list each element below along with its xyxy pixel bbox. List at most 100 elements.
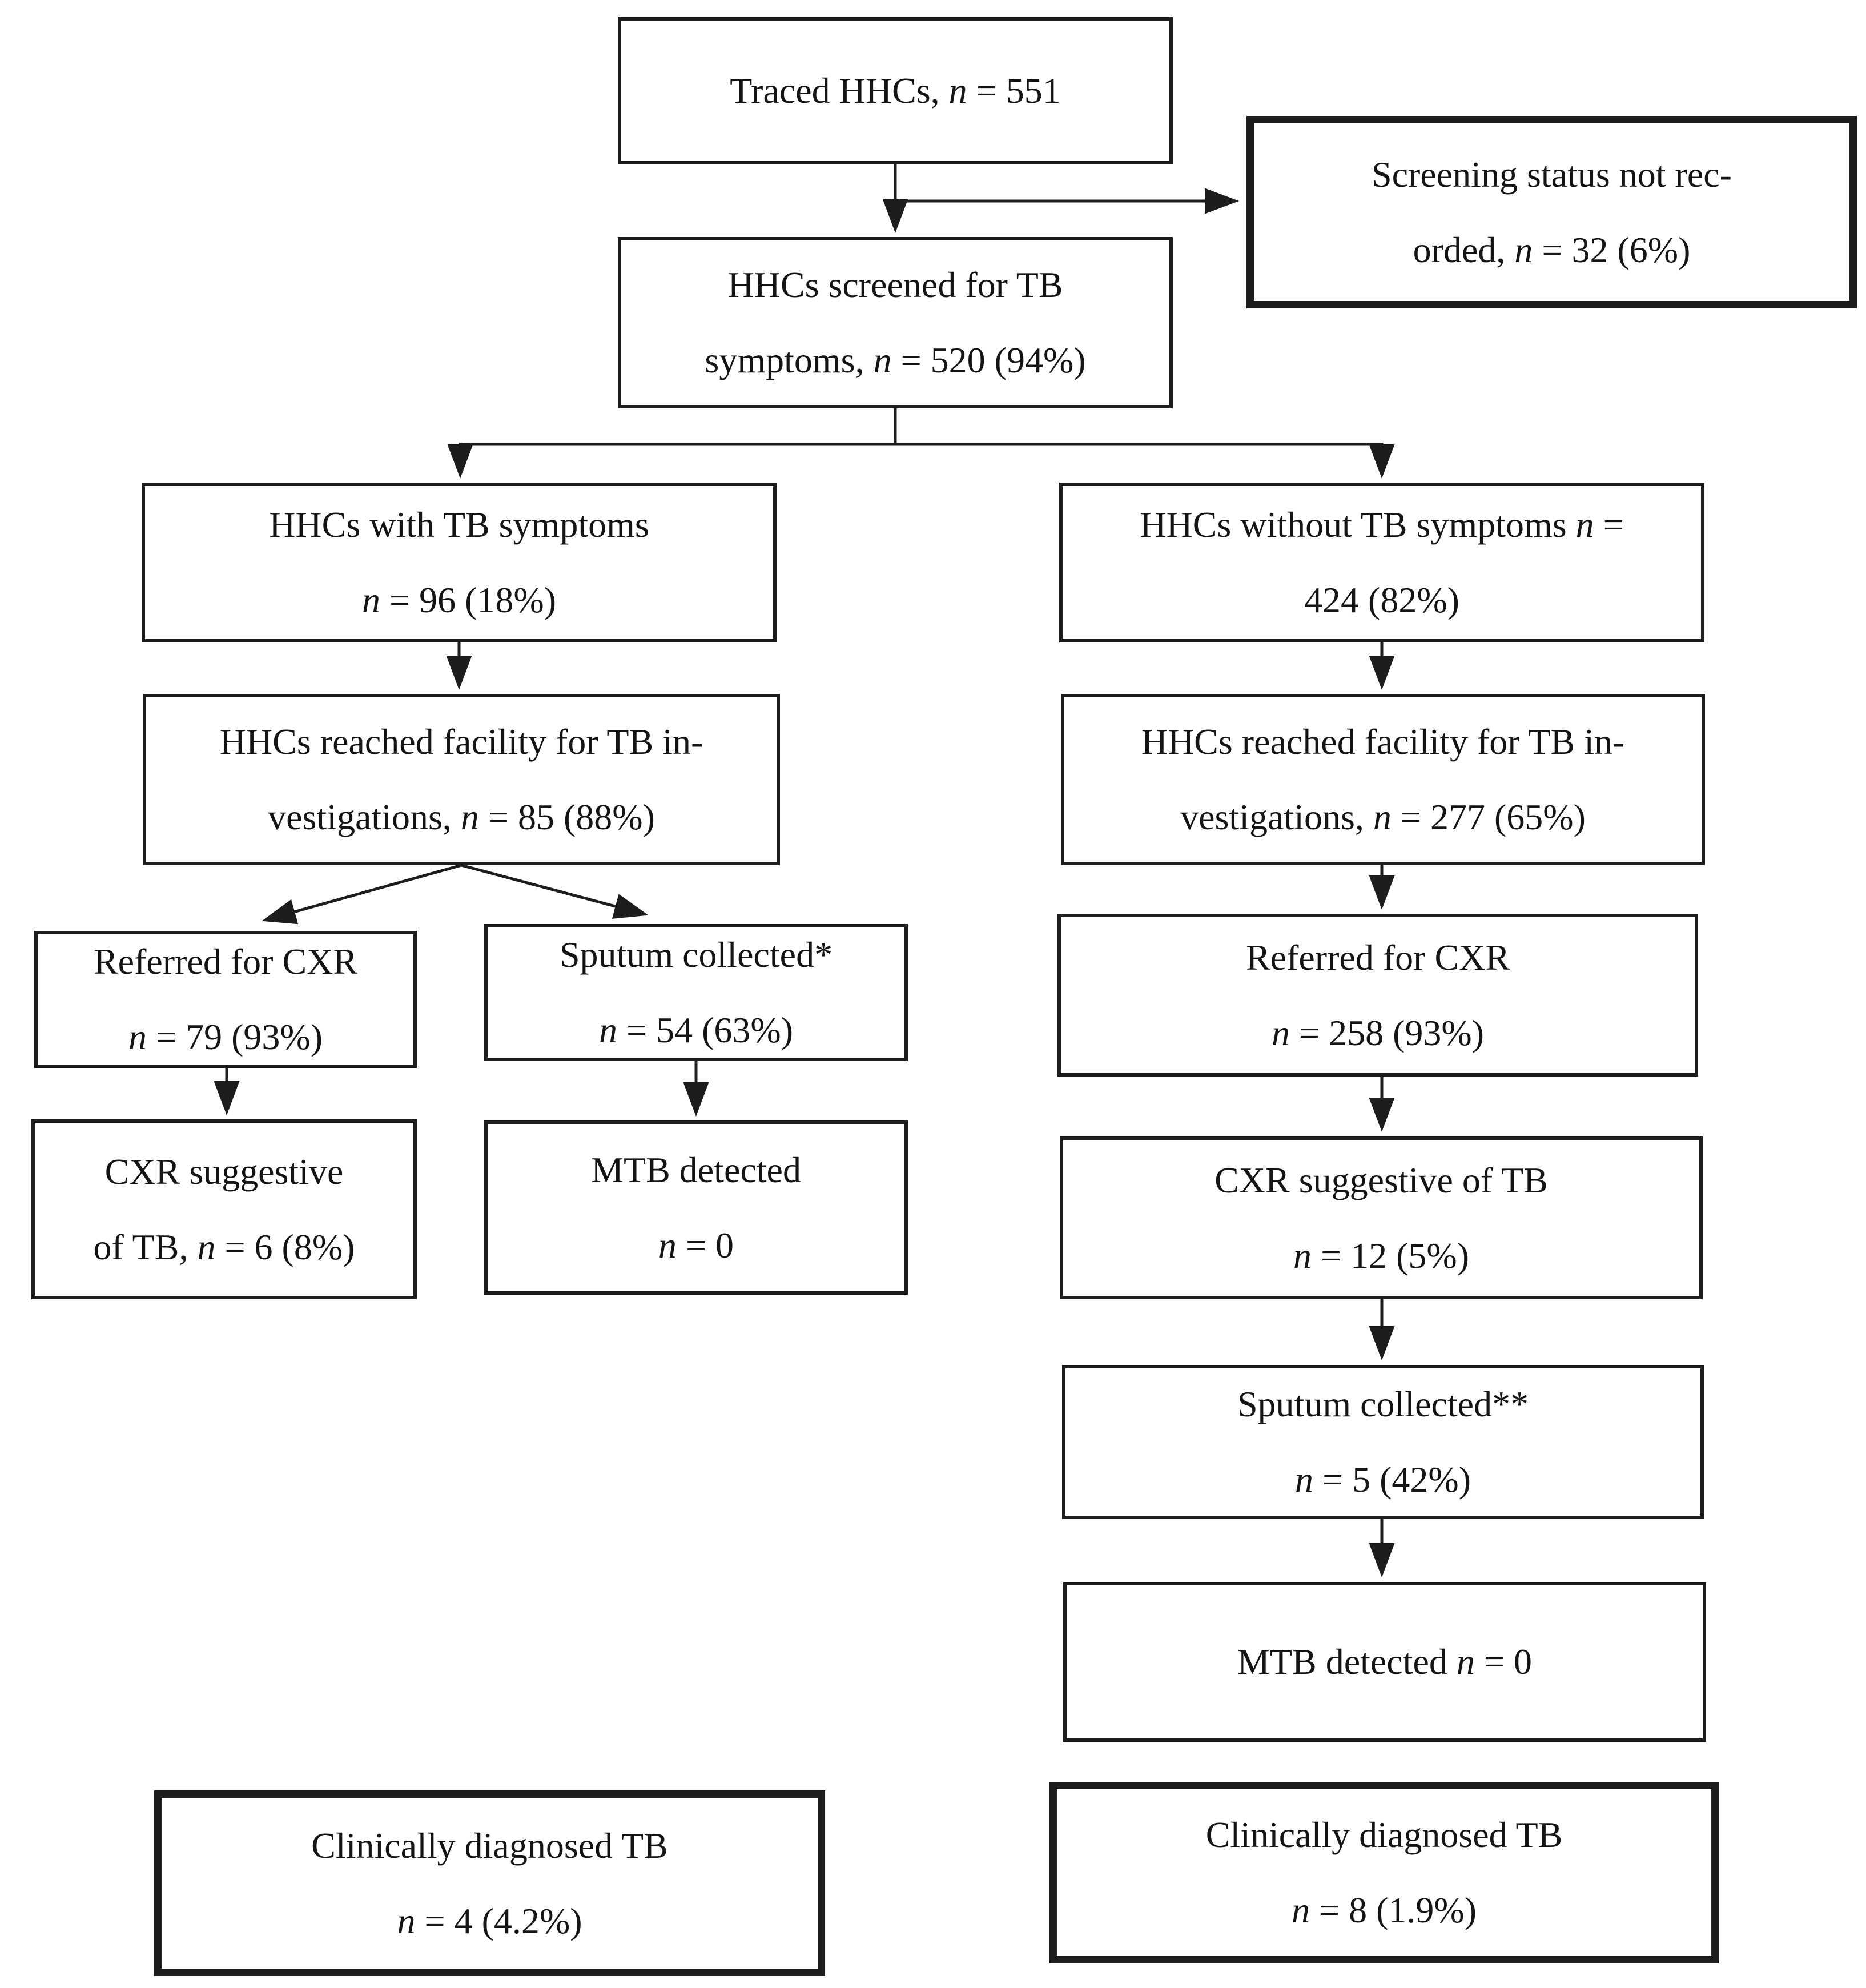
n-variable: n — [1456, 1641, 1475, 1682]
flow-box-screening-status-not-recorded: Screening status not rec-orded, n = 32 (… — [1246, 116, 1857, 308]
text-line: Screening status not rec- — [1372, 137, 1732, 212]
text-segment: Referred for CXR — [1245, 937, 1510, 978]
text-line: of TB, n = 6 (8%) — [94, 1210, 355, 1285]
flow-box-reached-facility-right: HHCs reached facility for TB in-vestigat… — [1061, 694, 1705, 865]
text-line: Sputum collected** — [1237, 1367, 1529, 1442]
text-line: n = 258 (93%) — [1272, 995, 1484, 1071]
text-line: HHCs reached facility for TB in- — [1141, 704, 1625, 780]
text-segment: Traced HHCs, — [730, 70, 949, 111]
text-segment: = 79 (93%) — [146, 1017, 323, 1057]
text-segment: = 96 (18%) — [380, 580, 557, 620]
text-line: Clinically diagnosed TB — [1206, 1797, 1563, 1873]
arrow-reached-to-referred-left — [262, 864, 462, 925]
text-segment: = 0 — [1474, 1641, 1532, 1682]
text-segment: MTB detected — [1237, 1641, 1457, 1682]
text-line: n = 8 (1.9%) — [1292, 1873, 1477, 1948]
text-line: n = 96 (18%) — [362, 563, 556, 638]
text-segment: = 54 (63%) — [617, 1010, 794, 1050]
text-segment: = 277 (65%) — [1391, 797, 1586, 837]
text-segment: Sputum collected* — [559, 934, 833, 975]
n-variable: n — [361, 580, 380, 620]
flow-box-traced-hhcs: Traced HHCs, n = 551 — [618, 17, 1173, 164]
arrow-reached-to-sputum-left — [461, 864, 649, 919]
text-line: vestigations, n = 85 (88%) — [268, 780, 655, 855]
text-segment: = 258 (93%) — [1289, 1012, 1485, 1053]
text-segment: Clinically diagnosed TB — [1205, 1814, 1563, 1855]
n-variable: n — [598, 1010, 617, 1050]
text-segment: symptoms, — [705, 340, 874, 380]
flow-box-reached-facility-left: HHCs reached facility for TB in-vestigat… — [143, 694, 780, 865]
text-segment: HHCs with TB symptoms — [269, 504, 649, 545]
text-line: HHCs without TB symptoms n = — [1140, 487, 1623, 563]
n-variable: n — [948, 70, 967, 111]
text-segment: MTB detected — [591, 1149, 801, 1190]
text-line: orded, n = 32 (6%) — [1413, 212, 1691, 288]
text-segment: = 520 (94%) — [891, 340, 1086, 380]
text-line: CXR suggestive — [105, 1134, 344, 1210]
text-segment: HHCs screened for TB — [727, 264, 1063, 305]
text-line: Referred for CXR — [1246, 920, 1510, 995]
text-segment: CXR suggestive — [104, 1151, 344, 1192]
text-line: n = 12 (5%) — [1293, 1218, 1469, 1294]
n-variable: n — [1575, 504, 1594, 545]
n-variable: n — [873, 340, 892, 380]
text-line: n = 0 — [658, 1208, 734, 1283]
flow-box-hhcs-without-tb-symptoms: HHCs without TB symptoms n = 424 (82%) — [1059, 483, 1704, 642]
flow-box-sputum-collected-right: Sputum collected** n = 5 (42%) — [1062, 1365, 1704, 1519]
flow-box-referred-cxr-left: Referred for CXR n = 79 (93%) — [34, 931, 417, 1068]
n-variable: n — [197, 1226, 216, 1267]
text-line: vestigations, n = 277 (65%) — [1180, 780, 1586, 855]
text-line: HHCs screened for TB — [727, 247, 1063, 323]
text-segment: = 5 (42%) — [1313, 1459, 1471, 1500]
text-segment: = 0 — [676, 1224, 734, 1266]
flow-box-sputum-collected-left: Sputum collected* n = 54 (63%) — [484, 924, 908, 1061]
n-variable: n — [397, 1900, 416, 1941]
text-line: HHCs reached facility for TB in- — [220, 704, 703, 780]
text-segment: = 8 (1.9%) — [1309, 1890, 1477, 1930]
text-line: Sputum collected* — [560, 917, 833, 993]
n-variable: n — [460, 797, 479, 837]
text-line: Referred for CXR — [94, 924, 357, 999]
text-line: symptoms, n = 520 (94%) — [705, 323, 1085, 398]
flow-box-clinically-diagnosed-right: Clinically diagnosed TB n = 8 (1.9%) — [1049, 1782, 1719, 1963]
text-line: CXR suggestive of TB — [1214, 1143, 1548, 1218]
flow-box-clinically-diagnosed-left: Clinically diagnosed TB n = 4 (4.2%) — [154, 1790, 825, 1976]
text-segment: = 6 (8%) — [215, 1226, 355, 1267]
text-segment: HHCs reached facility for TB in- — [1141, 721, 1625, 762]
text-line: n = 54 (63%) — [599, 993, 793, 1068]
text-line: HHCs with TB symptoms — [269, 487, 649, 563]
n-variable: n — [1271, 1012, 1290, 1053]
text-segment: HHCs without TB symptoms — [1140, 504, 1576, 545]
n-variable: n — [1373, 797, 1392, 837]
text-line: MTB detected — [591, 1132, 801, 1208]
text-segment: orded, — [1413, 229, 1515, 270]
n-variable: n — [1294, 1459, 1313, 1500]
n-variable: n — [1291, 1890, 1310, 1930]
flow-box-cxr-suggestive-left: CXR suggestive of TB, n = 6 (8%) — [31, 1119, 417, 1299]
text-line: MTB detected n = 0 — [1237, 1624, 1532, 1700]
text-segment: = 32 (6%) — [1533, 229, 1691, 270]
text-segment: = — [1594, 504, 1624, 545]
text-segment: Referred for CXR — [93, 941, 358, 982]
text-segment: = 12 (5%) — [1311, 1235, 1470, 1276]
text-line: n = 79 (93%) — [128, 999, 323, 1075]
flow-box-hhcs-with-tb-symptoms: HHCs with TB symptoms n = 96 (18%) — [142, 483, 777, 642]
text-segment: Screening status not rec- — [1372, 154, 1732, 195]
text-segment: = 4 (4.2%) — [415, 1900, 582, 1941]
text-segment: = 85 (88%) — [478, 797, 655, 837]
text-segment: vestigations, — [1180, 797, 1373, 837]
text-line: 424 (82%) — [1304, 563, 1459, 638]
text-segment: Clinically diagnosed TB — [311, 1825, 668, 1866]
text-line: Clinically diagnosed TB — [311, 1808, 668, 1883]
flow-box-mtb-detected-left: MTB detected n = 0 — [484, 1120, 908, 1295]
text-segment: 424 (82%) — [1304, 580, 1459, 620]
n-variable: n — [1514, 229, 1533, 270]
text-segment: vestigations, — [268, 797, 461, 837]
flow-box-hhcs-screened: HHCs screened for TB symptoms, n = 520 (9… — [618, 237, 1173, 408]
n-variable: n — [128, 1017, 147, 1057]
flow-box-referred-cxr-right: Referred for CXR n = 258 (93%) — [1057, 914, 1698, 1077]
n-variable: n — [1293, 1235, 1312, 1276]
